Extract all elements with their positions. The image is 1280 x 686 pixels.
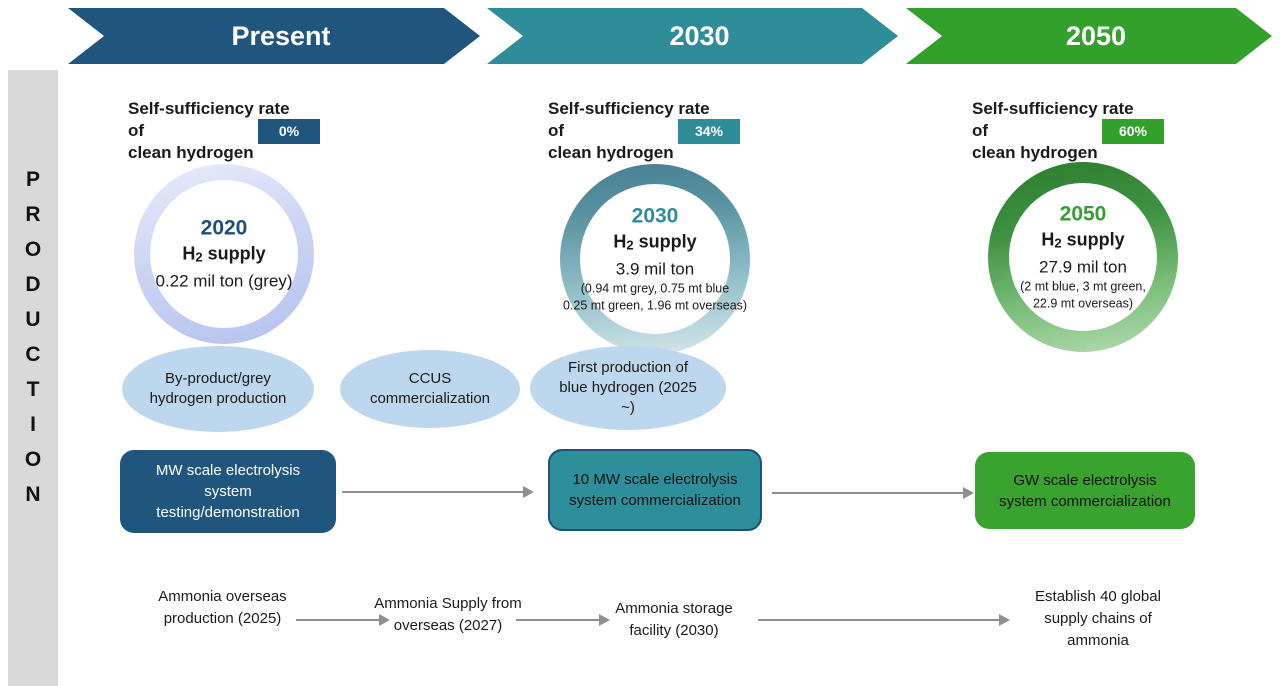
self-sufficiency-line: Self-sufficiency rate — [972, 99, 1134, 118]
ammonia-milestone-storage-facility: Ammonia storage facility (2030) — [615, 600, 733, 639]
self-sufficiency-block-2030: Self-sufficiency rate of clean hydrogen … — [548, 98, 788, 164]
self-sufficiency-line: of — [972, 121, 989, 140]
supply-breakdown: (2 mt blue, 3 mt green, 22.9 mt overseas… — [1020, 279, 1146, 311]
self-sufficiency-line: clean hydrogen — [128, 143, 254, 162]
self-sufficiency-line: clean hydrogen — [548, 143, 674, 162]
self-sufficiency-line: clean hydrogen — [972, 143, 1098, 162]
bubble-label: By-product/grey hydrogen production — [149, 369, 287, 407]
rate-badge: 60% — [1102, 119, 1164, 144]
h2-supply-label: H2 supply — [1041, 229, 1125, 251]
ammonia-milestone-supply-overseas: Ammonia Supply from overseas (2027) — [374, 595, 522, 634]
subscript-2: 2 — [195, 249, 203, 265]
production-axis: P R O D U C T I O N — [8, 70, 58, 686]
right-arrow — [516, 614, 610, 626]
subscript-2: 2 — [1054, 235, 1062, 251]
banner-label: 2050 — [1065, 20, 1127, 51]
rate-badge: 34% — [678, 119, 740, 144]
production-letter: D — [25, 273, 41, 296]
donut-hole — [1009, 183, 1157, 331]
donut-hole — [580, 184, 730, 334]
banner-label: Present — [231, 20, 331, 51]
electrolysis-box-10mw: 10 MW scale electrolysis system commerci… — [548, 449, 762, 531]
ammonia-milestone-global-supply-chains: Establish 40 global supply chains of amm… — [1035, 588, 1161, 649]
production-letter: U — [25, 308, 41, 331]
bubble-label: CCUS commercialization — [369, 369, 491, 407]
box-label: GW scale electrolysis system commerciali… — [999, 471, 1171, 510]
right-arrow — [758, 614, 1010, 626]
self-sufficiency-line: Self-sufficiency rate — [128, 99, 290, 118]
donut-year: 2050 — [1059, 202, 1107, 226]
timeline-banner-2050: 2050 — [906, 8, 1272, 64]
electrolysis-box-gw: GW scale electrolysis system commerciali… — [975, 452, 1195, 529]
box-label: 10 MW scale electrolysis system commerci… — [569, 471, 741, 509]
milestone-bubble-ccus: CCUS commercialization — [340, 350, 520, 428]
donut-year: 2020 — [200, 216, 248, 240]
self-sufficiency-block-2050: Self-sufficiency rate of clean hydrogen … — [972, 98, 1212, 164]
self-sufficiency-block-present: Self-sufficiency rate of clean hydrogen … — [128, 98, 368, 164]
supply-amount: 0.22 mil ton (grey) — [155, 271, 293, 291]
supply-amount: 3.9 mil ton — [615, 259, 695, 279]
production-letter: O — [24, 448, 42, 471]
milestone-bubble-grey-hydrogen: By-product/grey hydrogen production — [122, 346, 314, 432]
subscript-2: 2 — [626, 237, 634, 253]
milestone-bubble-blue-hydrogen: First production of blue hydrogen (2025 … — [530, 346, 726, 430]
donut-text: 2020 H2 supply 0.22 mil ton (grey) — [119, 216, 329, 293]
donut-year: 2030 — [631, 204, 679, 228]
ammonia-milestone-overseas-production: Ammonia overseas production (2025) — [158, 588, 287, 627]
production-letter: R — [25, 203, 41, 226]
donut-text: 2050 H2 supply 27.9 mil ton (2 mt blue, … — [966, 202, 1201, 313]
box-label: MW scale electrolysis system testing/dem… — [155, 462, 301, 521]
right-arrow — [342, 486, 534, 498]
right-arrow — [296, 614, 390, 626]
timeline-banner-present: Present — [68, 8, 480, 64]
supply-donut-2050: 2050 H2 supply 27.9 mil ton (2 mt blue, … — [988, 162, 1178, 352]
bubble-label: First production of blue hydrogen (2025 … — [559, 358, 697, 417]
supply-amount: 27.9 mil ton — [1039, 257, 1127, 277]
production-letter: T — [26, 378, 40, 401]
banner-label: 2030 — [669, 20, 730, 51]
h2-supply-label: H2 supply — [613, 231, 697, 253]
donut-hole — [150, 180, 298, 328]
production-letter: C — [25, 343, 41, 366]
production-letter: N — [25, 483, 41, 506]
self-sufficiency-line: of — [128, 121, 145, 140]
donut-text: 2030 H2 supply 3.9 mil ton (0.94 mt grey… — [520, 204, 790, 315]
right-arrow — [772, 487, 974, 499]
self-sufficiency-line: of — [548, 121, 565, 140]
h2-supply-label: H2 supply — [182, 243, 266, 265]
production-letter: P — [25, 168, 40, 191]
timeline-banner-2030: 2030 — [487, 8, 898, 64]
supply-donut-2020: 2020 H2 supply 0.22 mil ton (grey) — [134, 164, 314, 344]
electrolysis-box-mw: MW scale electrolysis system testing/dem… — [120, 450, 336, 533]
production-letter: O — [24, 238, 42, 261]
supply-donut-2030: 2030 H2 supply 3.9 mil ton (0.94 mt grey… — [560, 164, 750, 354]
rate-badge: 0% — [258, 119, 320, 144]
self-sufficiency-line: Self-sufficiency rate — [548, 99, 710, 118]
production-letter: I — [30, 413, 36, 436]
supply-breakdown: (0.94 mt grey, 0.75 mt blue 0.25 mt gree… — [562, 281, 748, 313]
